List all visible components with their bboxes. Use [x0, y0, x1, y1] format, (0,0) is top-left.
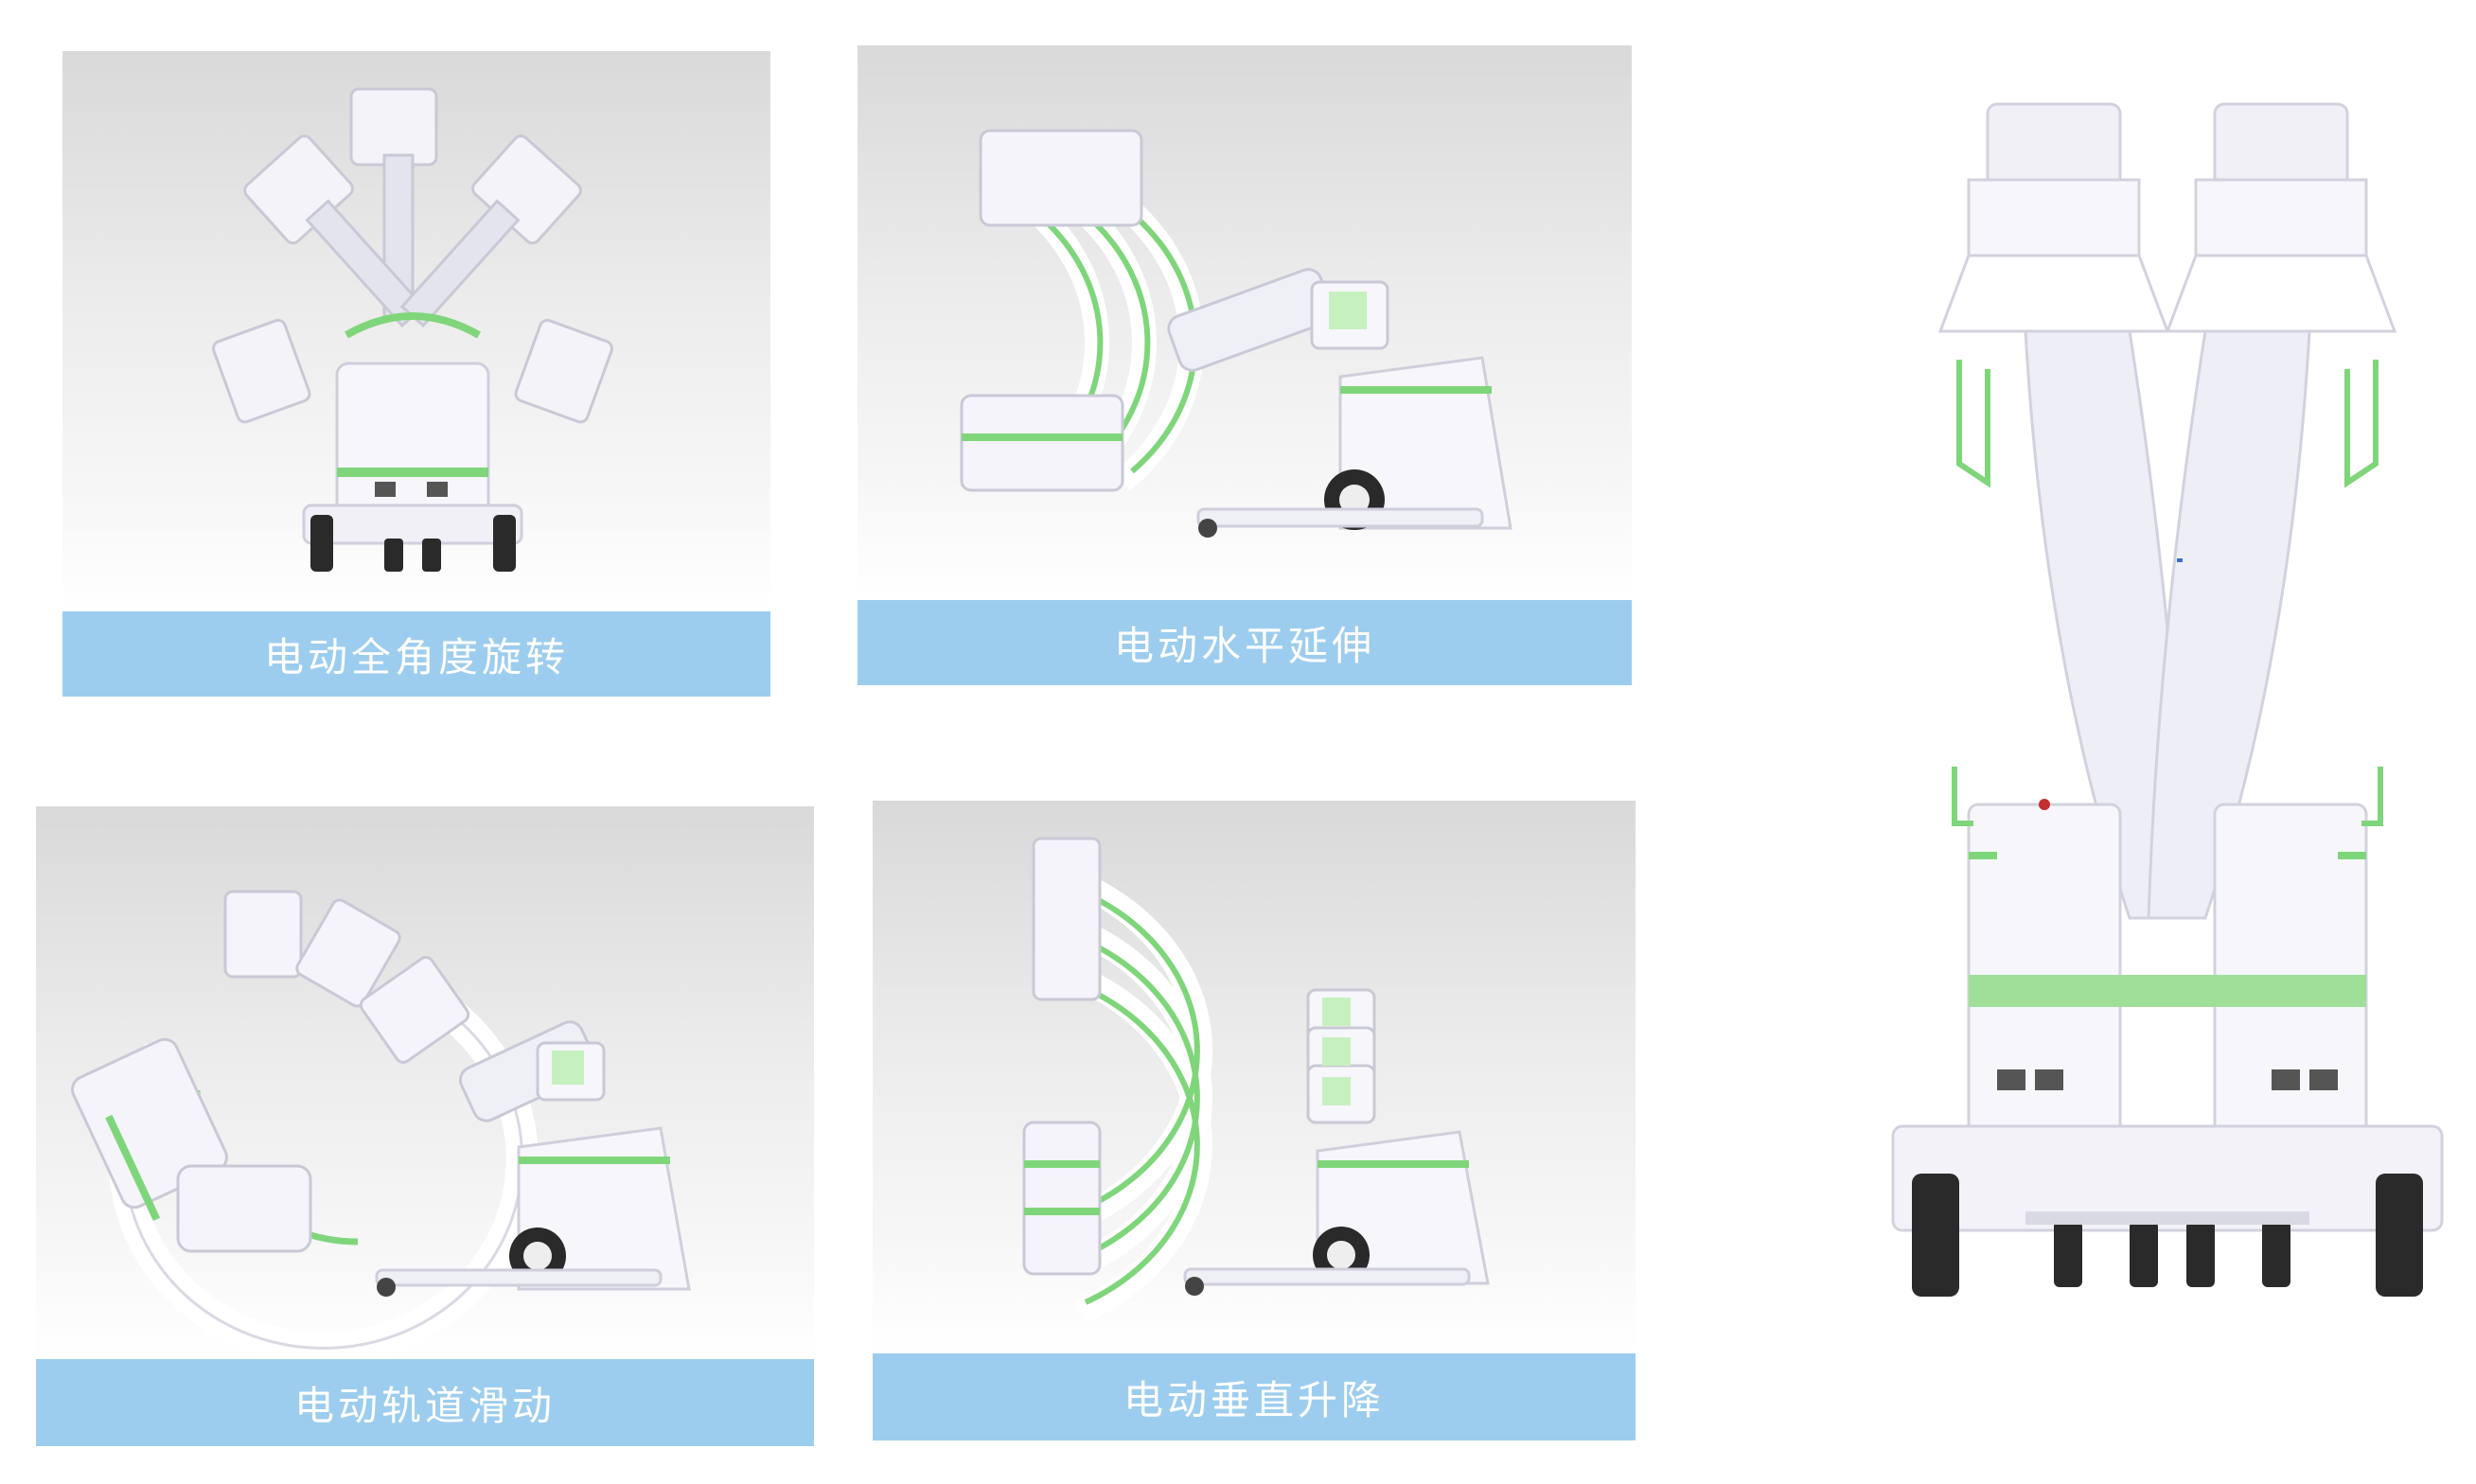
feature-card-orbital-slide: 电动轨道滑动 [36, 806, 814, 1446]
c-arm-rotation-icon [62, 51, 770, 611]
feature-card-horizontal-extension: 电动水平延伸 [858, 45, 1632, 685]
feature-caption: 电动全角度旋转 [62, 611, 770, 697]
feature-card-vertical-lift: 电动垂直升降 [873, 801, 1636, 1440]
c-arm-front-view-icon [1874, 85, 2461, 1316]
feature-caption: 电动垂直升降 [873, 1353, 1636, 1440]
c-arm-vertical-lift-icon [873, 801, 1636, 1353]
c-arm-orbital-slide-icon [36, 806, 814, 1359]
feature-caption: 电动水平延伸 [858, 600, 1632, 685]
feature-card-rotation: 电动全角度旋转 [62, 51, 770, 697]
c-arm-horizontal-extension-icon [858, 45, 1632, 600]
feature-caption: 电动轨道滑动 [36, 1359, 814, 1446]
